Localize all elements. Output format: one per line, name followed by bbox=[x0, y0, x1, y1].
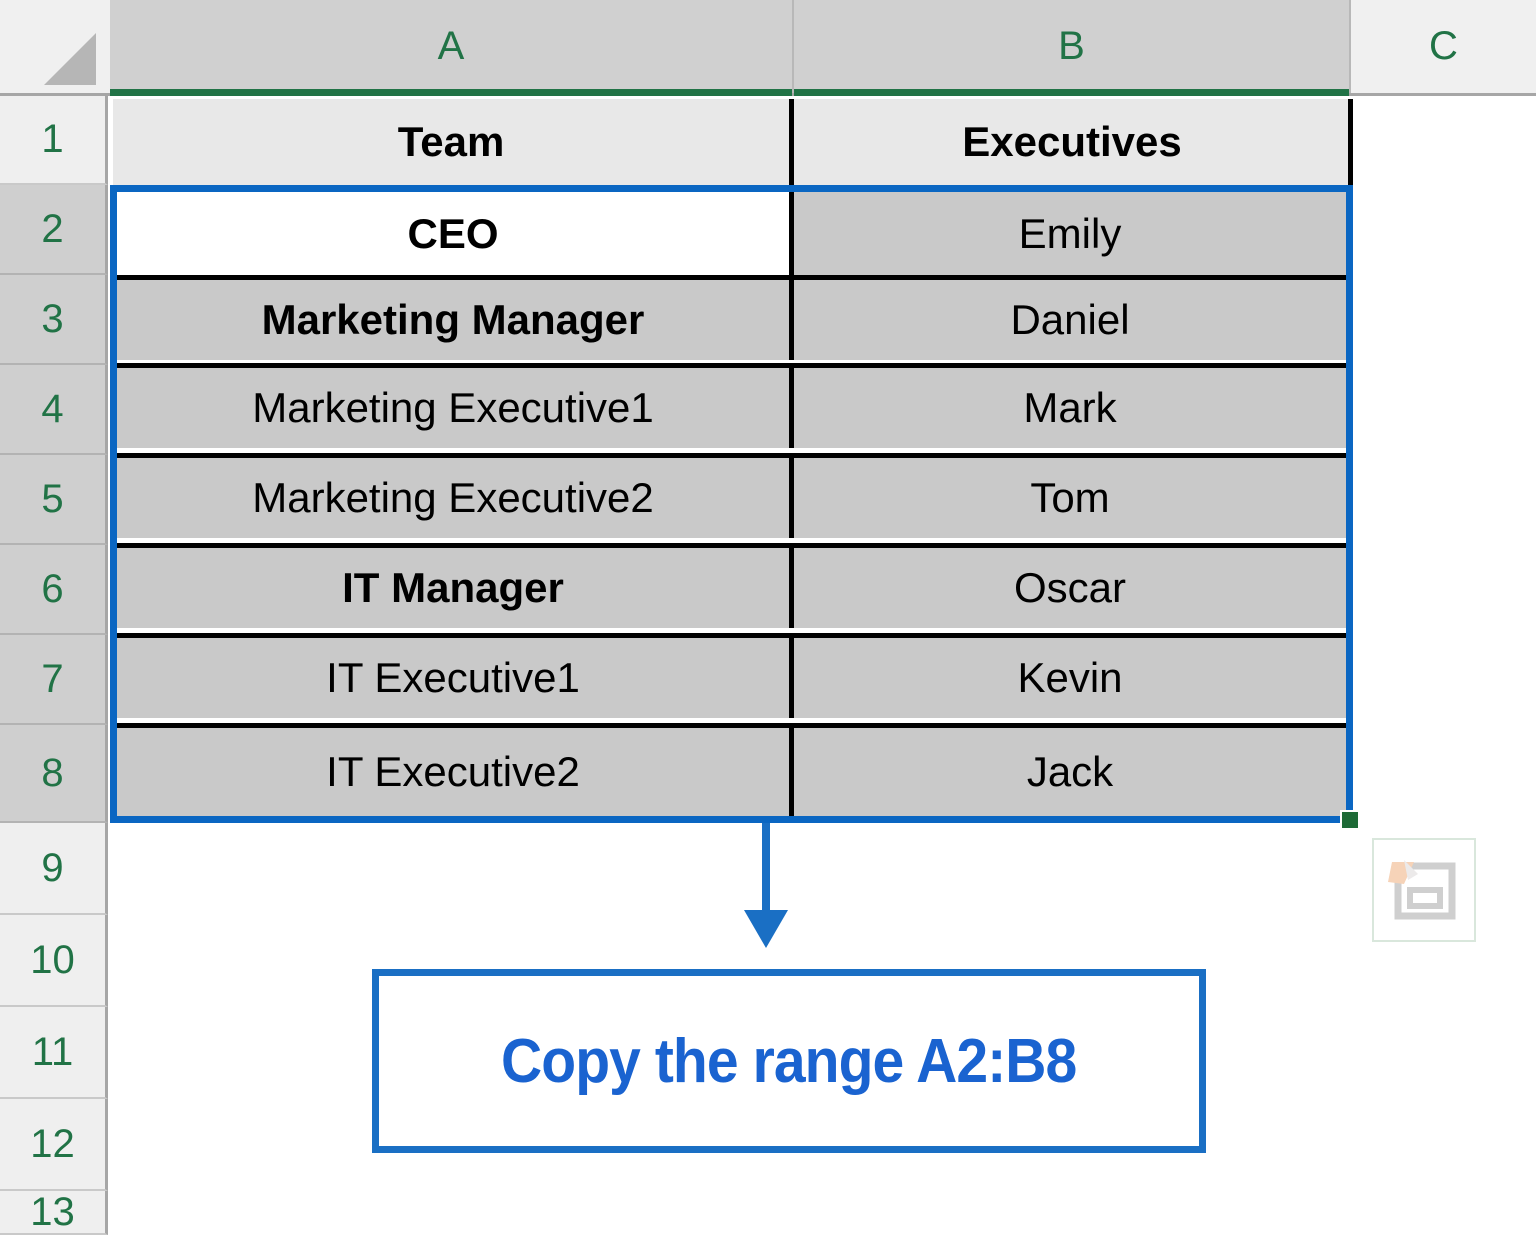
row-header-10-label: 10 bbox=[30, 937, 75, 982]
row-header-12-label: 12 bbox=[30, 1121, 75, 1166]
cell-a2[interactable]: CEO bbox=[117, 192, 789, 275]
border-a4-b4 bbox=[789, 368, 794, 448]
border-a1-b1 bbox=[789, 99, 794, 185]
row-header-5[interactable]: 5 bbox=[0, 455, 108, 545]
cell-b8-text: Jack bbox=[1026, 748, 1114, 795]
row-header-2[interactable]: 2 bbox=[0, 185, 108, 275]
cell-b8[interactable]: Jack bbox=[794, 728, 1346, 816]
cell-b2[interactable]: Emily bbox=[794, 192, 1346, 275]
row-header-3[interactable]: 3 bbox=[0, 275, 108, 365]
row-header-3-label: 3 bbox=[41, 296, 64, 341]
row-header-9-label: 9 bbox=[41, 845, 64, 890]
annotation-arrow-head-icon bbox=[744, 910, 788, 948]
row-header-6[interactable]: 6 bbox=[0, 545, 108, 635]
select-all-button[interactable] bbox=[0, 0, 110, 96]
cell-b6-text: Oscar bbox=[1013, 564, 1126, 611]
cell-a1-text: Team bbox=[397, 118, 505, 165]
row-header-6-label: 6 bbox=[41, 566, 64, 611]
row-header-13[interactable]: 13 bbox=[0, 1189, 108, 1235]
border-row6-bottom bbox=[117, 633, 1346, 638]
cell-a3[interactable]: Marketing Manager bbox=[117, 280, 789, 360]
cell-a4-text: Marketing Executive1 bbox=[252, 384, 654, 431]
cell-a8[interactable]: IT Executive2 bbox=[117, 728, 789, 816]
row-header-5-label: 5 bbox=[41, 476, 64, 521]
column-b-selected-underline bbox=[794, 89, 1349, 96]
row-header-12[interactable]: 12 bbox=[0, 1099, 108, 1191]
cell-b2-text: Emily bbox=[1018, 209, 1122, 257]
column-header-c-label: C bbox=[1429, 24, 1458, 68]
column-header-a-label: A bbox=[437, 24, 465, 68]
border-row4-bottom bbox=[117, 453, 1346, 458]
cell-a5-text: Marketing Executive2 bbox=[252, 474, 654, 521]
cell-a7-text: IT Executive1 bbox=[326, 654, 580, 701]
row-header-4[interactable]: 4 bbox=[0, 365, 108, 455]
cell-a5[interactable]: Marketing Executive2 bbox=[117, 458, 789, 538]
row-header-7-label: 7 bbox=[41, 656, 64, 701]
column-header-strip: A B C bbox=[110, 0, 1536, 96]
cell-a3-text: Marketing Manager bbox=[261, 296, 645, 343]
select-all-triangle-icon bbox=[44, 33, 96, 85]
cell-b5[interactable]: Tom bbox=[794, 458, 1346, 538]
cell-b4[interactable]: Mark bbox=[794, 368, 1346, 448]
border-row5-bottom bbox=[117, 543, 1346, 548]
cell-b3[interactable]: Daniel bbox=[794, 280, 1346, 360]
border-a7-b7 bbox=[789, 638, 794, 718]
cell-a4[interactable]: Marketing Executive1 bbox=[117, 368, 789, 448]
quick-analysis-icon[interactable] bbox=[1372, 838, 1476, 942]
annotation-callout-text: Copy the range A2:B8 bbox=[501, 1026, 1077, 1096]
border-row2-bottom bbox=[117, 275, 1346, 280]
cell-a8-text: IT Executive2 bbox=[326, 748, 580, 795]
border-a3-b3 bbox=[789, 280, 794, 360]
cell-b7-text: Kevin bbox=[1017, 654, 1123, 701]
row-header-13-label: 13 bbox=[30, 1189, 75, 1234]
row-header-11-label: 11 bbox=[31, 1029, 74, 1074]
cell-b5-text: Tom bbox=[1030, 474, 1110, 521]
border-a5-b5 bbox=[789, 458, 794, 538]
cell-a2-text: CEO bbox=[407, 209, 499, 257]
column-header-b[interactable]: B bbox=[794, 0, 1351, 96]
column-header-c[interactable]: C bbox=[1351, 0, 1536, 93]
row-header-2-label: 2 bbox=[41, 206, 64, 251]
annotation-arrow-line bbox=[762, 823, 770, 933]
border-a8-b8 bbox=[789, 728, 794, 816]
column-header-a[interactable]: A bbox=[110, 0, 794, 96]
cell-a6-text: IT Manager bbox=[342, 564, 564, 611]
cell-b1-text: Executives bbox=[962, 118, 1182, 165]
row-header-8[interactable]: 8 bbox=[0, 725, 108, 823]
border-a2-b2 bbox=[789, 192, 794, 275]
border-row7-bottom bbox=[117, 723, 1346, 728]
fill-handle[interactable] bbox=[1340, 810, 1360, 830]
quick-analysis-glyph bbox=[1388, 860, 1456, 920]
row-header-1[interactable]: 1 bbox=[0, 96, 108, 185]
cell-b1[interactable]: Executives bbox=[794, 99, 1350, 185]
row-header-1-label: 1 bbox=[41, 117, 64, 161]
column-header-b-label: B bbox=[1058, 24, 1085, 68]
row-header-11[interactable]: 11 bbox=[0, 1007, 108, 1099]
cell-b7[interactable]: Kevin bbox=[794, 638, 1346, 718]
cell-a6[interactable]: IT Manager bbox=[117, 548, 789, 628]
row-header-4-label: 4 bbox=[41, 386, 64, 431]
border-a6-b6 bbox=[789, 548, 794, 628]
row-header-8-label: 8 bbox=[41, 750, 64, 795]
row-header-10[interactable]: 10 bbox=[0, 915, 108, 1007]
border-b-right-row1 bbox=[1348, 99, 1353, 185]
cell-b4-text: Mark bbox=[1023, 384, 1117, 431]
cell-a7[interactable]: IT Executive1 bbox=[117, 638, 789, 718]
row-header-7[interactable]: 7 bbox=[0, 635, 108, 725]
border-row3-bottom bbox=[117, 363, 1346, 368]
cell-b3-text: Daniel bbox=[1010, 296, 1130, 343]
row-header-9[interactable]: 9 bbox=[0, 823, 108, 915]
column-a-selected-underline bbox=[110, 89, 792, 96]
cell-b6[interactable]: Oscar bbox=[794, 548, 1346, 628]
cell-a1[interactable]: Team bbox=[113, 99, 789, 185]
annotation-callout-box: Copy the range A2:B8 bbox=[372, 969, 1206, 1153]
